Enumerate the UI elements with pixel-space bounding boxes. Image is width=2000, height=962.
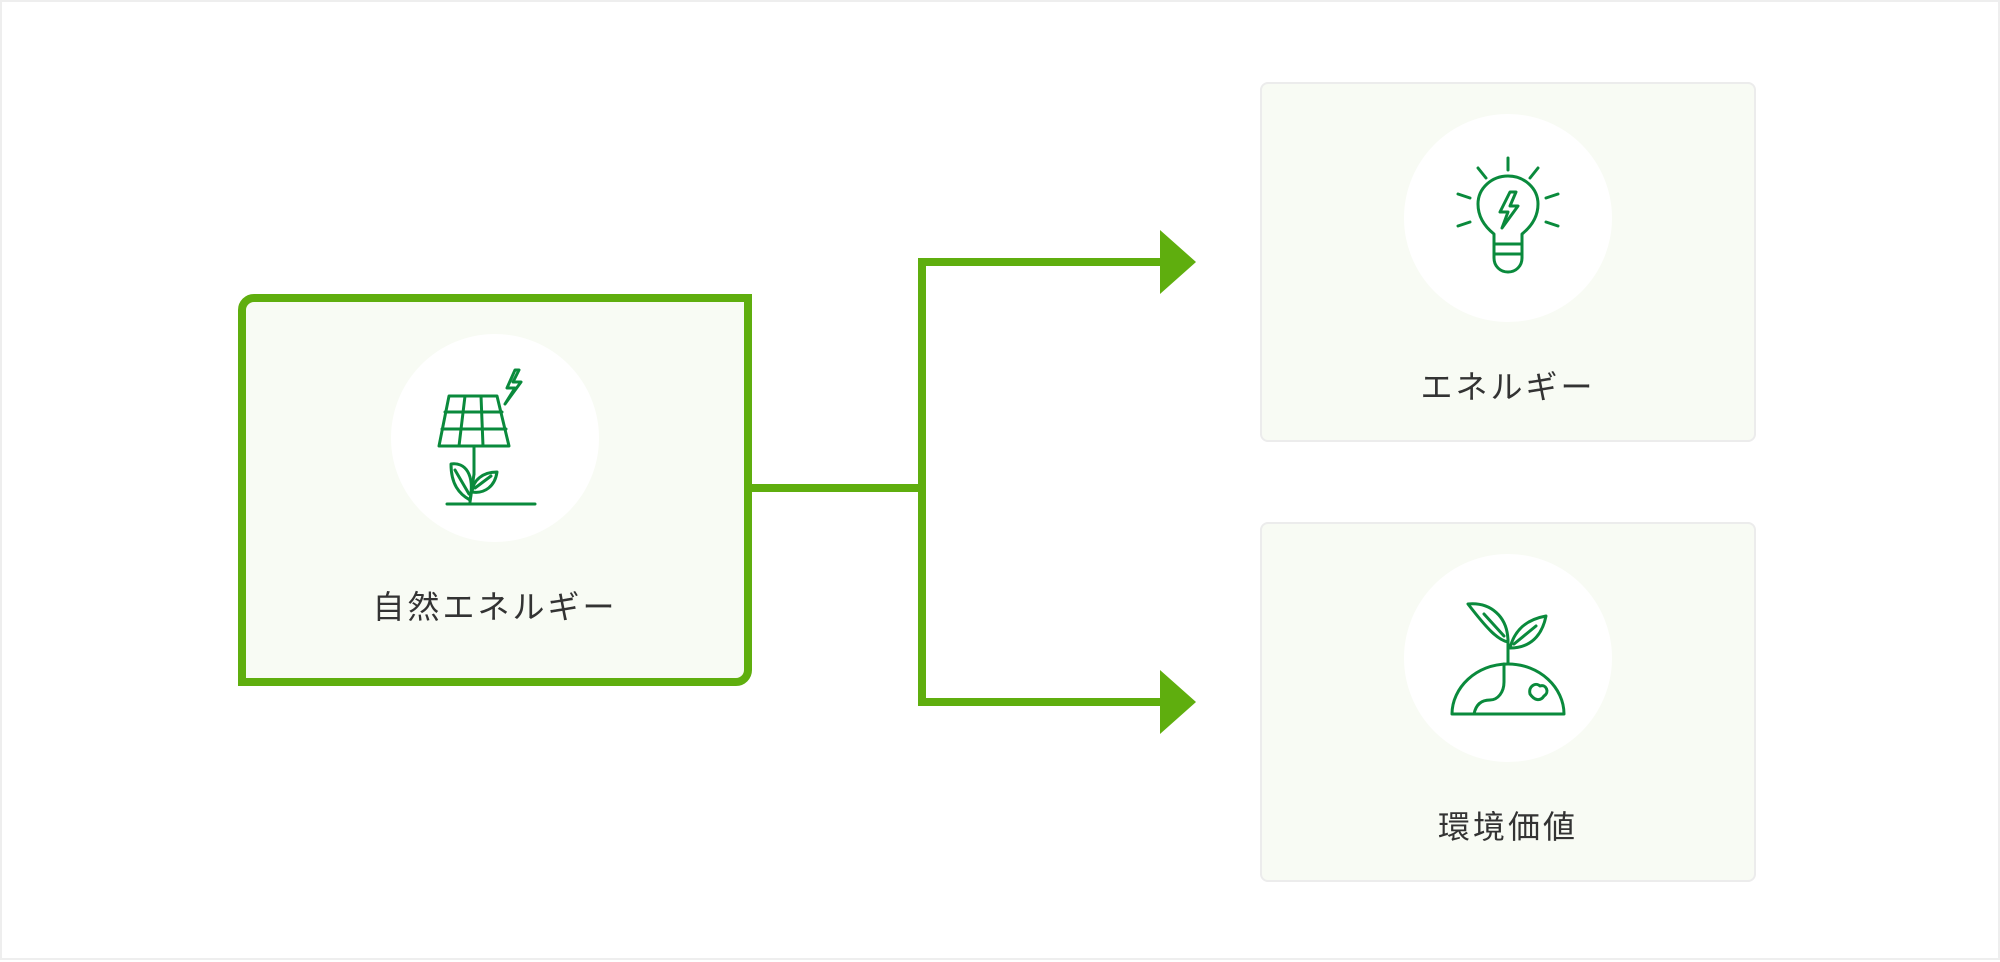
- earth-sprout-icon: [1450, 602, 1566, 716]
- icon-circle: [391, 334, 599, 542]
- icon-circle: [1404, 554, 1612, 762]
- arrowhead-upper: [1160, 230, 1196, 294]
- source-card: 自然エネルギー: [238, 294, 752, 686]
- arrowhead-lower: [1160, 670, 1196, 734]
- icon-circle: [1404, 114, 1612, 322]
- solar-panel-plant-icon: [437, 368, 537, 506]
- output-label-environmental-value: 環境価値: [1437, 808, 1578, 846]
- output-label-energy: エネルギー: [1420, 368, 1596, 406]
- connector-lower-line: [918, 488, 1162, 706]
- output-card-environmental-value: 環境価値: [1260, 522, 1756, 882]
- source-label: 自然エネルギー: [372, 588, 618, 626]
- lightbulb-lightning-icon: [1456, 156, 1560, 274]
- connector-upper-line: [918, 258, 1162, 488]
- output-card-energy: エネルギー: [1260, 82, 1756, 442]
